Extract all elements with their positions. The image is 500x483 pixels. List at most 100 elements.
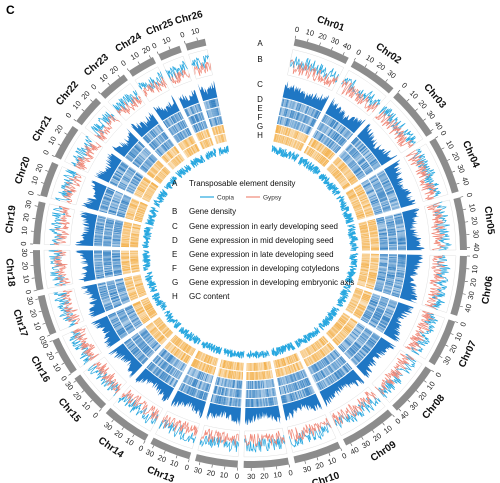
- expression-cell: [367, 221, 376, 225]
- expression-cell: [100, 204, 109, 208]
- expression-cell: [335, 146, 342, 154]
- expression-cell: [142, 299, 150, 305]
- expression-cell: [136, 172, 144, 178]
- expression-cell: [283, 108, 287, 117]
- expression-cell: [288, 365, 293, 374]
- expression-cell: [179, 121, 184, 130]
- expression-cell: [186, 386, 191, 394]
- expression-cell: [223, 360, 226, 369]
- expression-cell: [366, 283, 375, 287]
- expression-cell: [348, 176, 356, 182]
- expression-cell: [290, 139, 295, 147]
- expression-cell: [201, 363, 206, 371]
- expression-cell: [191, 135, 196, 144]
- expression-cell: [350, 149, 357, 156]
- expression-cell: [342, 366, 348, 374]
- ideogram-chr16: [52, 337, 77, 374]
- expression-cell: [325, 116, 331, 125]
- expression-cell: [376, 219, 385, 223]
- expression-cell: [266, 361, 269, 370]
- expression-cell: [301, 370, 306, 378]
- expression-cell: [154, 163, 161, 170]
- expression-cell: [338, 369, 344, 377]
- expression-cell: [299, 104, 304, 113]
- expression-cell: [140, 314, 148, 320]
- expression-cell: [354, 169, 362, 175]
- expression-cell: [266, 379, 269, 388]
- expression-cell: [199, 362, 203, 370]
- expression-cell: [367, 222, 376, 225]
- expression-cell: [135, 305, 143, 311]
- expression-cell: [251, 371, 253, 380]
- expression-cell: [120, 333, 128, 340]
- expression-cell: [226, 369, 229, 378]
- expression-cell: [350, 318, 358, 324]
- expression-cell: [379, 238, 388, 241]
- expression-cell: [158, 147, 165, 155]
- expression-cell: [118, 312, 126, 317]
- expression-cell: [127, 169, 135, 175]
- expression-cell: [175, 134, 181, 142]
- expression-cell: [372, 162, 380, 169]
- expression-cell: [357, 192, 366, 197]
- expression-cell: [342, 154, 350, 161]
- expression-cell: [146, 173, 154, 179]
- legend-letter-h: H: [172, 292, 178, 301]
- tick-mark: [90, 99, 93, 102]
- expression-cell: [330, 352, 336, 360]
- expression-cell: [340, 330, 348, 337]
- expression-cell: [387, 227, 396, 230]
- expression-cell: [127, 210, 136, 214]
- expression-cell: [144, 161, 152, 168]
- expression-cell: [388, 248, 397, 250]
- expression-cell: [388, 257, 397, 260]
- expression-cell: [267, 388, 270, 397]
- expression-cell: [114, 192, 123, 197]
- expression-cell: [329, 130, 336, 138]
- expression-cell: [306, 147, 312, 155]
- expression-cell: [341, 128, 348, 136]
- expression-cell: [106, 280, 115, 284]
- expression-cell: [143, 162, 150, 169]
- expression-cell: [177, 340, 183, 348]
- expression-cell: [186, 107, 192, 116]
- tick-label: 10: [21, 274, 31, 283]
- expression-cell: [294, 382, 299, 391]
- expression-cell: [149, 130, 156, 138]
- expression-cell: [352, 203, 361, 208]
- expression-cell: [279, 386, 283, 395]
- expression-cell: [149, 326, 156, 333]
- expression-cell: [298, 371, 302, 380]
- expression-cell: [341, 166, 349, 173]
- expression-cell: [374, 184, 382, 190]
- expression-cell: [337, 136, 344, 144]
- expression-cell: [162, 132, 168, 140]
- expression-cell: [360, 268, 369, 271]
- expression-cell: [161, 350, 168, 358]
- expression-cell: [103, 254, 112, 256]
- tick-label: 10: [467, 203, 477, 213]
- expression-cell: [122, 228, 131, 231]
- expression-cell: [310, 355, 316, 363]
- expression-cell: [371, 317, 379, 323]
- expression-cell: [102, 300, 111, 304]
- expression-cell: [327, 354, 333, 362]
- expression-cell: [231, 370, 234, 379]
- expression-cell: [94, 236, 103, 238]
- expression-cell: [160, 170, 167, 177]
- expression-cell: [370, 161, 379, 167]
- expression-cell: [216, 377, 220, 386]
- expression-cell: [379, 246, 388, 248]
- expression-cell: [343, 327, 350, 334]
- expression-cell: [202, 140, 207, 149]
- expression-cell: [305, 347, 311, 355]
- expression-cell: [359, 302, 367, 308]
- expression-cell: [215, 98, 219, 107]
- expression-cell: [123, 176, 131, 181]
- tick-label: 10: [190, 26, 200, 37]
- expression-cell: [128, 292, 137, 297]
- expression-cell: [361, 237, 370, 239]
- expression-cell: [370, 244, 379, 246]
- expression-cell: [264, 380, 267, 389]
- expression-cell: [325, 344, 332, 352]
